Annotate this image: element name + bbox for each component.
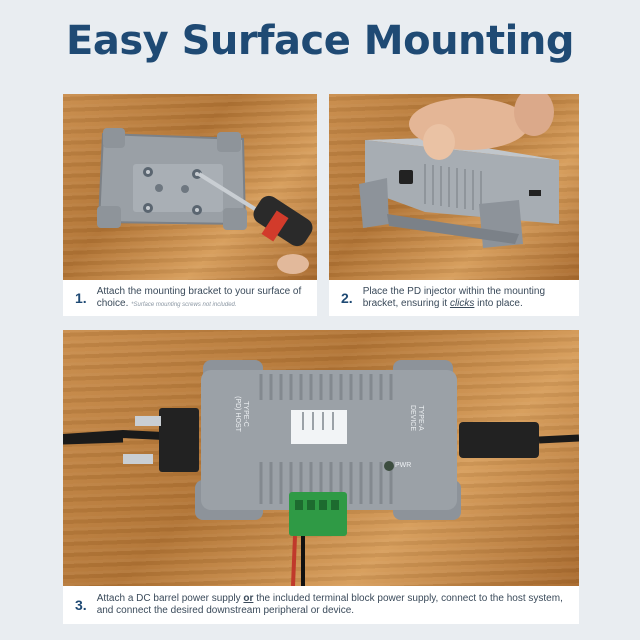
page-title: Easy Surface Mounting bbox=[66, 18, 574, 64]
step-2-number: 2. bbox=[341, 290, 353, 306]
step-3-text: Attach a DC barrel power supply or the i… bbox=[97, 593, 579, 617]
step-1-note: *Surface mounting screws not included. bbox=[131, 301, 237, 308]
host-port-label: TYPE-C (PD) HOST bbox=[234, 396, 249, 432]
step-3-number: 3. bbox=[75, 597, 87, 613]
step-2-body-start: Place the PD injector within the mountin… bbox=[362, 286, 546, 309]
step-2-emphasis: clicks bbox=[449, 298, 475, 309]
step-3-caption: 3. Attach a DC barrel power supply or th… bbox=[63, 586, 579, 624]
device-port-label: TYPE-A DEVICE bbox=[409, 404, 424, 432]
pwr-label: PWR bbox=[395, 462, 412, 469]
step-3-body-end: the included terminal block power supply… bbox=[96, 593, 563, 616]
step-1-number: 1. bbox=[75, 290, 87, 306]
step-3-body-start: Attach a DC barrel power supply bbox=[96, 593, 244, 604]
injector-illustration bbox=[359, 94, 559, 248]
step-3-emphasis: or bbox=[243, 593, 254, 604]
connected-device-illustration bbox=[63, 360, 579, 586]
injector-photo bbox=[329, 94, 579, 280]
step-2-body-end: into place. bbox=[474, 298, 523, 309]
connected-device-photo: TYPE-C (PD) HOST TYPE-A DEVICE PWR bbox=[63, 330, 579, 586]
step-2-caption: 2. Place the PD injector within the moun… bbox=[329, 280, 579, 316]
bracket-photo bbox=[63, 94, 317, 280]
step-1-text: Attach the mounting bracket to your surf… bbox=[97, 286, 317, 311]
bracket-illustration bbox=[97, 128, 313, 274]
step-1-caption: 1. Attach the mounting bracket to your s… bbox=[63, 280, 317, 316]
step-1-body: Attach the mounting bracket to your surf… bbox=[96, 285, 302, 309]
step-2-text: Place the PD injector within the mountin… bbox=[363, 286, 579, 310]
